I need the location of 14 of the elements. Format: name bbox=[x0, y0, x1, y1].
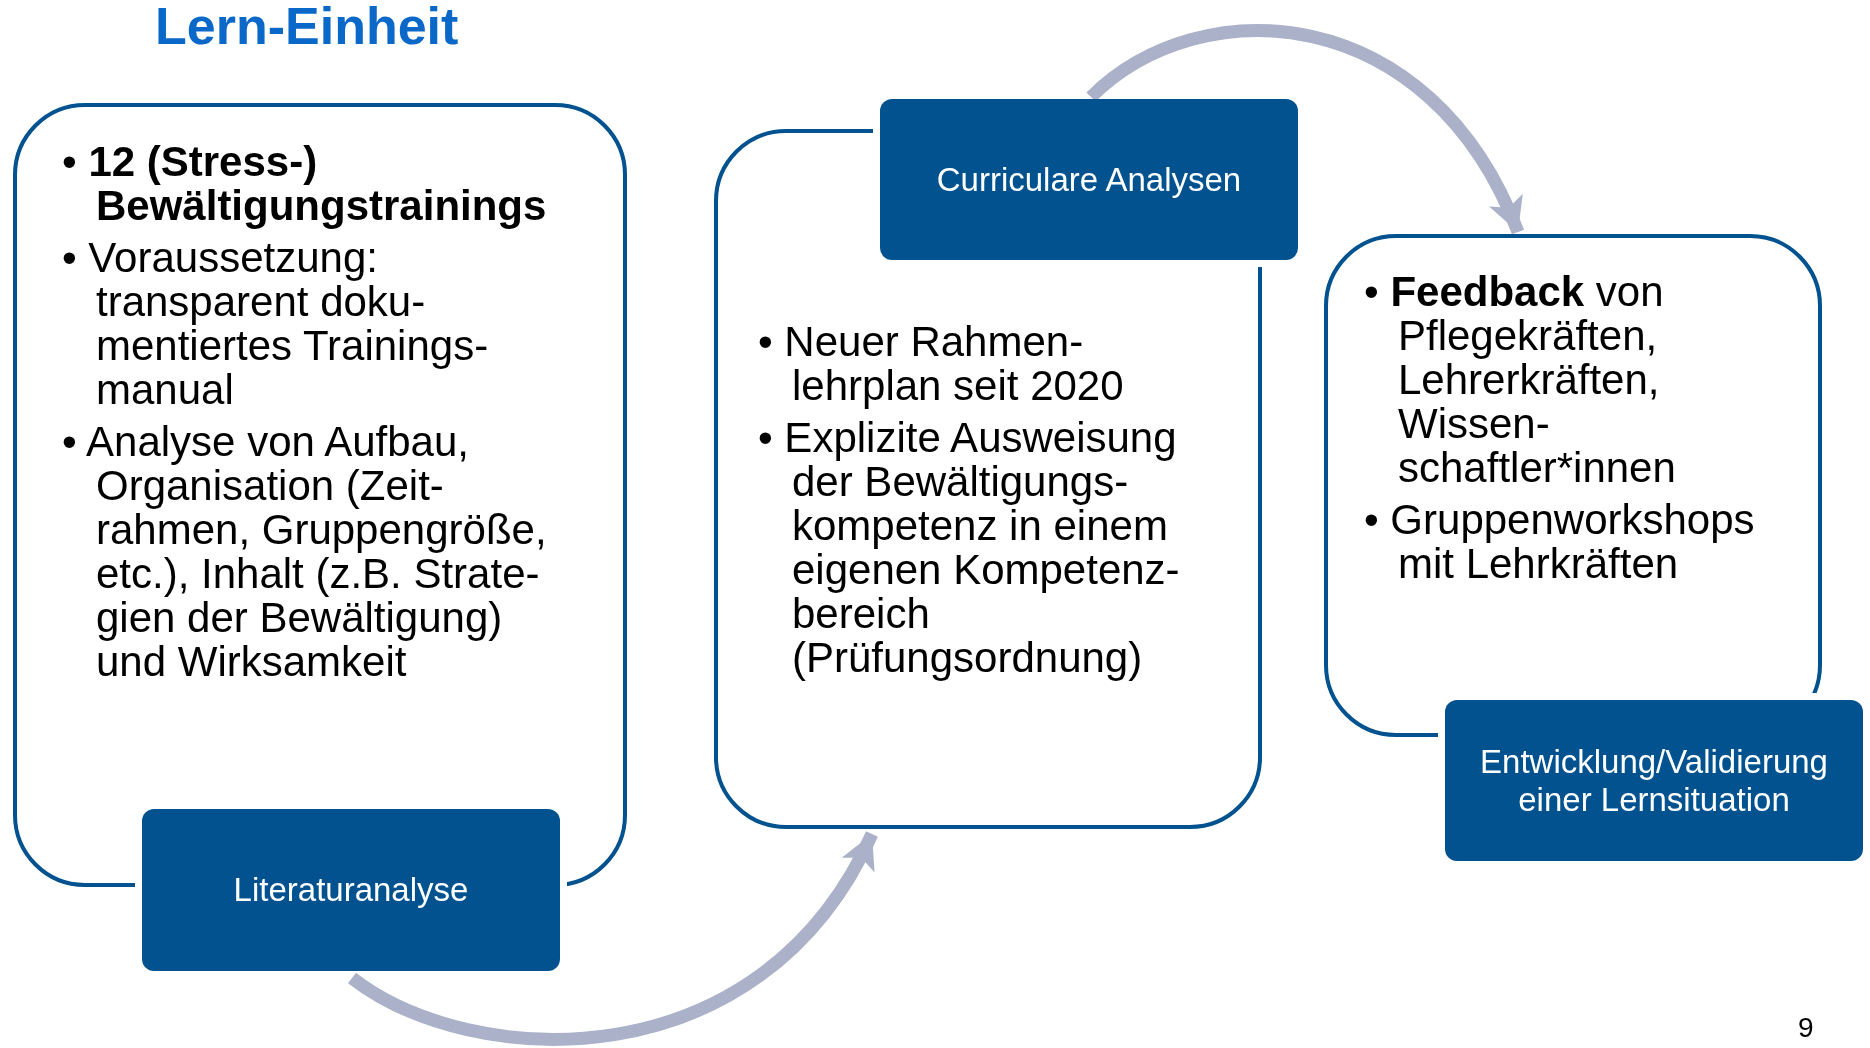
page-number: 9 bbox=[1798, 1012, 1814, 1044]
bullet-text: • Feedback von Pflegekräften, Lehrerkräften, Wissen- schaftler*innen bbox=[1364, 270, 1677, 490]
bullet-text: • Gruppenworkshops mit Lehrkräften bbox=[1364, 498, 1756, 586]
bullet-text: • 12 (Stress-) Bewältigungstrainings bbox=[62, 140, 548, 228]
bullet-text: • Analyse von Aufbau, Organisation (Zeit- rahmen, Gruppengröße, etc.), Inhalt (z.B. Strate- gien der Bewältigung) und Wirksamkeit bbox=[62, 420, 548, 684]
bullet-text: • Explizite Ausweisung der Bewältigungs- kompetenz in einem eigenen Kompetenz- bereich (Prüfungsordnung) bbox=[758, 416, 1181, 680]
curved-arrow bbox=[1086, 24, 1524, 235]
step-label-box: Literaturanalyse bbox=[142, 809, 560, 971]
slide-title: Lern-Einheit bbox=[155, 0, 459, 56]
step-label-box: Curriculare Analysen bbox=[880, 99, 1298, 260]
bullet-text: • Neuer Rahmen- lehrplan seit 2020 bbox=[758, 320, 1125, 408]
step-label-box: Entwicklung/Validierung einer Lernsituation bbox=[1445, 700, 1863, 861]
bullet-text: • Voraussetzung: transparent doku- mentiertes Trainings- manual bbox=[62, 236, 490, 412]
curved-arrow bbox=[348, 830, 878, 1046]
